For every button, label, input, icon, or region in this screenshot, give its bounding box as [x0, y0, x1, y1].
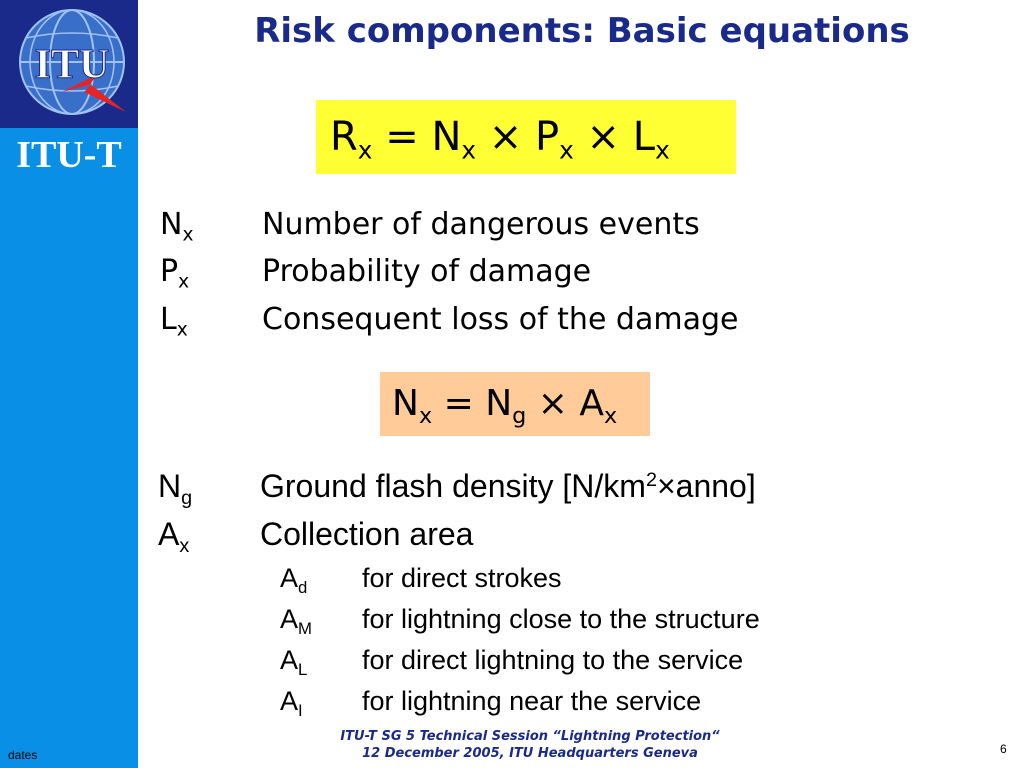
def-text: for lightning near the service [362, 686, 702, 716]
eq-equals: = [432, 383, 486, 424]
def-subscript: x [176, 319, 188, 341]
def-text: for direct lightning to the service [362, 645, 744, 675]
def-symbol: A [280, 645, 299, 675]
def-symbol: A [280, 604, 299, 634]
def-text: for direct strokes [362, 563, 562, 593]
eq-subscript: x [559, 135, 574, 165]
definition-row: Ng Ground flash density [N/km2×anno] [158, 466, 918, 509]
definition-row: Ax Collection area [158, 514, 918, 557]
eq-symbol: L [632, 114, 656, 160]
def-text: Number of dangerous events [262, 207, 700, 242]
slide-title: Risk components: Basic equations [254, 11, 910, 51]
eq-subscript: x [461, 135, 477, 165]
def-symbol: P [160, 254, 179, 289]
def-text: Collection area [260, 516, 474, 552]
subdefinition-row: AI for lightning near the service [280, 683, 920, 719]
eq-symbol: R [330, 114, 358, 160]
def-text: for lightning close to the structure [362, 604, 760, 634]
risk-equation: Rx = Nx × Px × Lx [316, 100, 736, 174]
def-text: Ground flash density [N/km [260, 468, 646, 504]
footer-line-1: ITU-T SG 5 Technical Session “Lightning … [340, 729, 720, 744]
subdefinition-row: AM for lightning close to the structure [280, 601, 920, 637]
def-symbol: L [160, 302, 177, 337]
footer-line-2: 12 December 2005, ITU Headquarters Genev… [362, 746, 698, 761]
brand-label: ITU-T [16, 134, 122, 176]
def-symbol: A [280, 686, 299, 716]
definition-row: Nx Number of dangerous events [160, 205, 860, 245]
def-subscript: x [179, 534, 190, 557]
eq-operator: × [476, 114, 535, 160]
sidebar: ITU ITU-T dates [0, 0, 138, 768]
eq-symbol: A [579, 383, 605, 424]
subdefinition-row: AL for direct lightning to the service [280, 642, 920, 678]
eq-symbol: N [392, 383, 419, 424]
footer: ITU-T SG 5 Technical Session “Lightning … [250, 728, 810, 762]
def-symbol: N [160, 207, 183, 242]
def-subscript: L [298, 659, 308, 679]
dates-label: dates [8, 748, 38, 762]
def-superscript: 2 [645, 469, 657, 492]
eq-operator: × [526, 383, 580, 424]
events-equation: Nx = Ng × Ax [380, 372, 650, 436]
def-subscript: x [182, 224, 194, 246]
eq-equals: = [372, 114, 432, 160]
definition-row: Px Probability of damage [160, 252, 860, 292]
def-text: Consequent loss of the damage [262, 302, 739, 337]
def-subscript: g [181, 486, 193, 509]
definition-row: Lx Consequent loss of the damage [160, 300, 860, 340]
eq-operator: × [573, 114, 633, 160]
def-symbol: A [280, 563, 299, 593]
eq-subscript: g [512, 402, 527, 429]
def-subscript: d [298, 577, 308, 597]
eq-subscript: x [655, 135, 670, 165]
eq-symbol: N [431, 114, 462, 160]
eq-subscript: x [357, 135, 373, 165]
subdefinition-row: Ad for direct strokes [280, 560, 920, 596]
eq-symbol: N [485, 383, 513, 424]
page-number: 6 [1000, 742, 1007, 756]
itu-logo: ITU [0, 0, 138, 128]
logo-text: ITU [35, 42, 110, 88]
eq-subscript: x [604, 402, 618, 429]
def-subscript: I [298, 700, 303, 720]
def-text: ×anno] [656, 468, 756, 504]
eq-subscript: x [418, 402, 433, 429]
globe-icon: ITU [19, 9, 126, 115]
def-text: Probability of damage [262, 254, 592, 289]
eq-symbol: P [535, 114, 560, 160]
def-subscript: x [178, 271, 190, 293]
def-symbol: N [158, 468, 182, 504]
def-symbol: A [158, 516, 180, 552]
def-subscript: M [298, 618, 312, 638]
